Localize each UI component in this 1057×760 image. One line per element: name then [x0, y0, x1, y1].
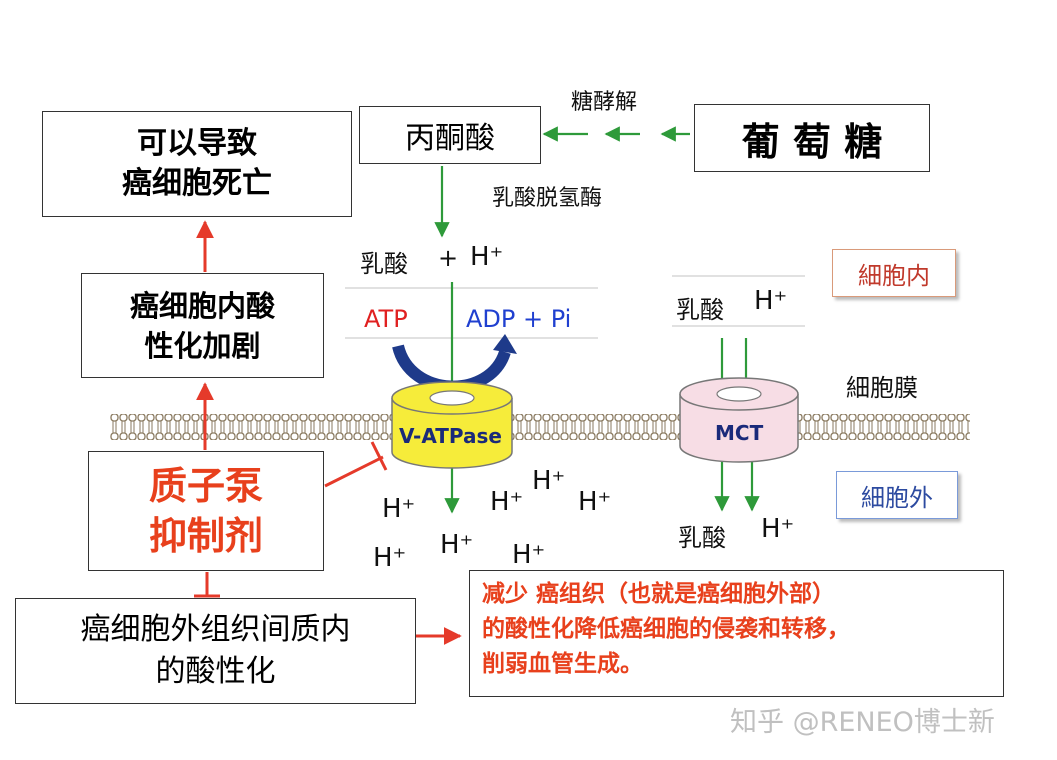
extracellular-line2: 的酸性化 [155, 654, 276, 689]
pyruvate-box: 丙酮酸 [359, 106, 541, 164]
acidification-line2: 性化加剧 [144, 328, 261, 363]
h-mct-in-label: H⁺ [754, 286, 788, 316]
ldh-label: 乳酸脱氢酶 [492, 186, 603, 211]
glucose-box: 葡 萄 糖 [694, 104, 930, 172]
proton-out: H⁺ [512, 540, 546, 570]
proton-out: H⁺ [373, 543, 407, 573]
mct-transporter [679, 377, 799, 463]
result-line3: 削弱血管生成。 [482, 651, 643, 677]
result-box: 减少 癌组织（也就是癌细胞外部） 的酸性化降低癌细胞的侵袭和转移， 削弱血管生成… [469, 570, 1004, 697]
glycolysis-label: 糖酵解 [571, 90, 638, 115]
adp-label: ADP + Pi [466, 305, 572, 333]
extracellular-acidity-box: 癌细胞外组织间质内 的酸性化 [15, 598, 416, 704]
proton-out: H⁺ [490, 487, 524, 517]
cell-membrane [110, 414, 970, 440]
lactate-mct-in-label: 乳酸 [676, 296, 724, 324]
plus-label: + [438, 244, 459, 272]
cell-death-line2: 癌细胞死亡 [122, 166, 272, 201]
proton-out: H⁺ [578, 487, 612, 517]
vatpase-pump [391, 381, 513, 469]
membrane-label: 細胞膜 [846, 374, 918, 402]
mct-label: MCT [715, 421, 764, 445]
glucose-label: 葡 萄 糖 [741, 119, 883, 164]
proton-pump-inhibitor-box: 质子泵 抑制剂 [88, 451, 324, 571]
proton-out: H⁺ [382, 494, 416, 524]
result-line2: 的酸性化降低癌细胞的侵袭和转移， [482, 616, 850, 642]
acidification-box: 癌细胞内酸 性化加剧 [81, 273, 324, 378]
intracellular-tag: 細胞内 [832, 249, 956, 297]
atp-label: ATP [364, 305, 408, 333]
proton-out: H⁺ [440, 530, 474, 560]
cell-death-line1: 可以导致 [137, 126, 257, 161]
red-flow-arrows [196, 220, 462, 645]
watermark: 知乎 @RENEO博士新 [730, 707, 995, 738]
proton-out: H⁺ [532, 466, 566, 496]
pump-inhibitor-line1: 质子泵 [148, 464, 263, 508]
h-top-label: H⁺ [470, 242, 504, 272]
extracellular-line1: 癌细胞外组织间质内 [80, 612, 351, 647]
vatpase-label: V-ATPase [399, 424, 502, 448]
intracellular-label: 細胞内 [858, 261, 930, 290]
pump-inhibitor-line2: 抑制剂 [148, 514, 263, 558]
h-mct-out-label: H⁺ [761, 514, 795, 544]
extracellular-tag: 細胞外 [836, 471, 958, 519]
inhibition-bars [194, 441, 388, 598]
lactate-top-label: 乳酸 [360, 250, 408, 278]
result-line1: 减少 癌组织（也就是癌细胞外部） [482, 581, 836, 607]
extracellular-tag-label: 細胞外 [861, 483, 933, 512]
pyruvate-label: 丙酮酸 [405, 121, 495, 156]
lactate-mct-out-label: 乳酸 [678, 524, 726, 552]
acidification-line1: 癌细胞内酸 [129, 288, 275, 323]
cell-death-box: 可以导致 癌细胞死亡 [42, 111, 352, 217]
